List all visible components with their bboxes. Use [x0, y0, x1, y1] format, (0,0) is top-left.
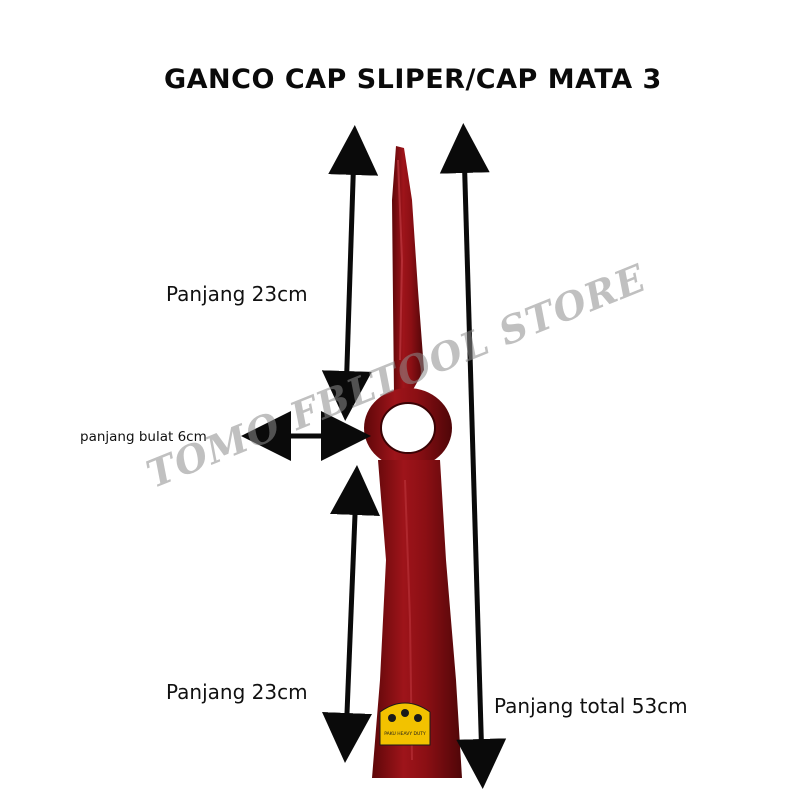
top-length-label: Panjang 23cm — [166, 282, 308, 306]
product-title: GANCO CAP SLIPER/CAP MATA 3 — [164, 64, 662, 95]
pickaxe-lower-blade — [372, 460, 462, 778]
top-length-arrow — [321, 125, 379, 421]
sticker-text: PAKU HEAVY DUTY — [384, 731, 426, 737]
total-length-label: Panjang total 53cm — [494, 694, 688, 718]
total-length-arrow — [439, 123, 507, 789]
bottom-length-label: Panjang 23cm — [166, 680, 308, 704]
round-length-label: panjang bulat 6cm — [80, 429, 207, 445]
brand-sticker: PAKU HEAVY DUTY — [379, 702, 431, 746]
pickaxe-eye-hole — [380, 402, 436, 454]
bottom-length-arrow — [322, 465, 380, 763]
